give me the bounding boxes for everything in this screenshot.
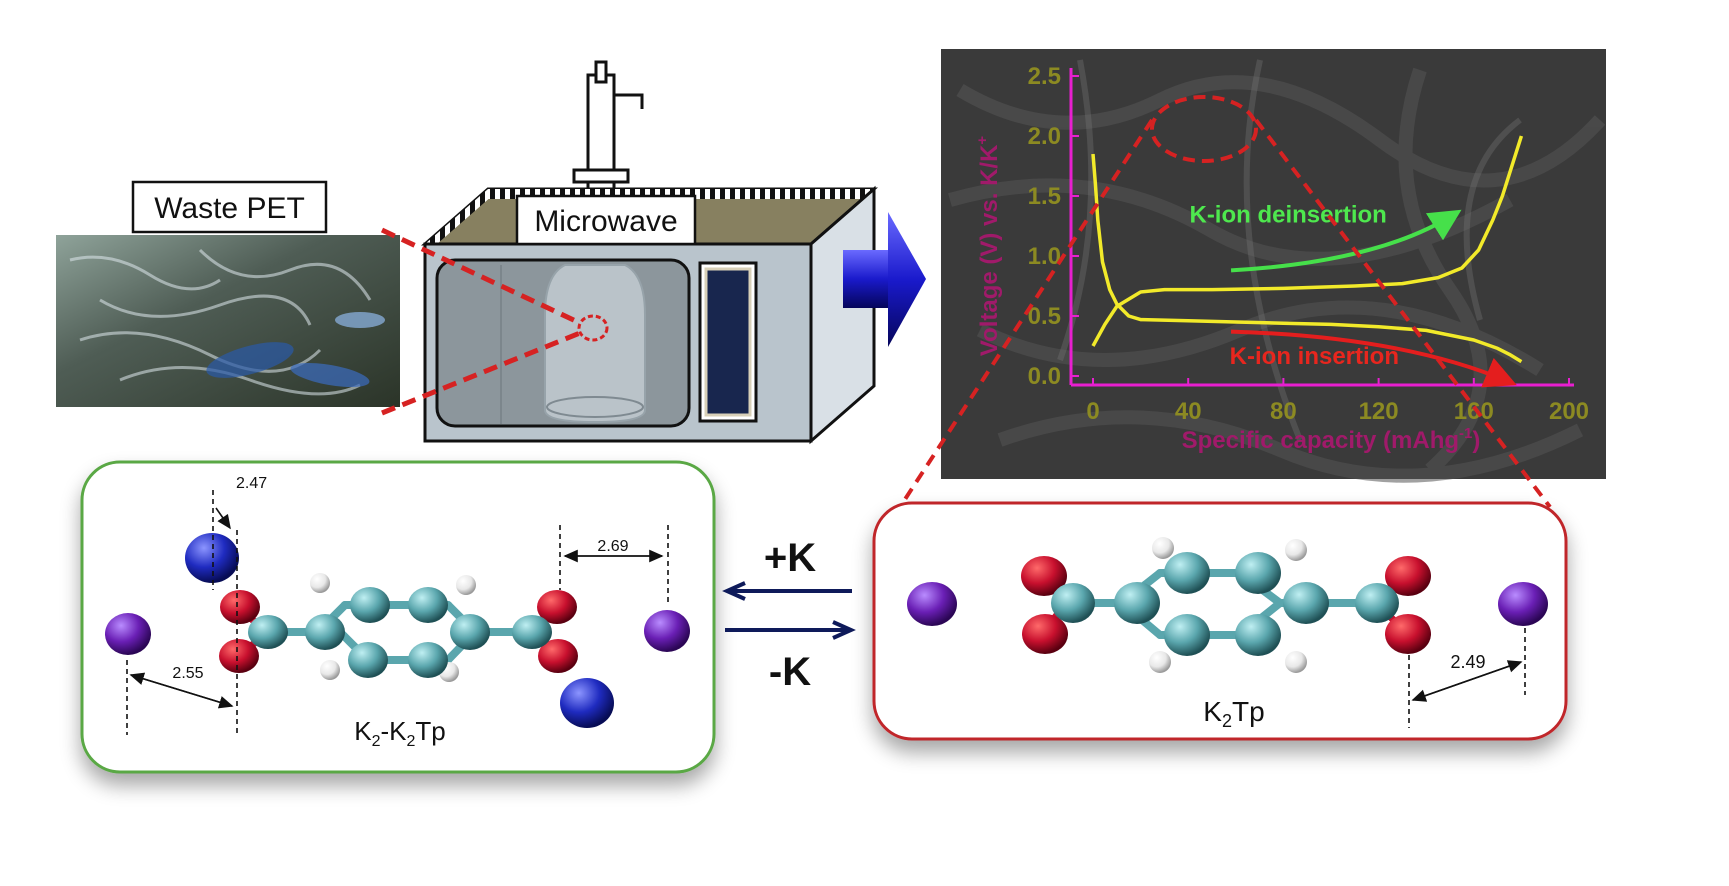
series-line-discharge	[1091, 153, 1523, 364]
voltage-capacity-chart: 0 40 80 120 160 200 0.0 0.5 1.0 1.5 2.0 2.5Specific…	[974, 63, 1589, 454]
potassium-atoms	[907, 582, 1548, 626]
distance-label-right: 2.69	[597, 538, 628, 555]
microwave-label: Microwave	[515, 194, 697, 246]
chart-panel	[941, 49, 1606, 483]
series-line-charge	[1091, 135, 1524, 347]
insertion-arrow	[1230, 329, 1517, 388]
y-axis-label: Voltage (V) vs. K/K+	[974, 136, 1003, 357]
waste-pet-label: Waste PET	[131, 180, 328, 234]
process-arrow	[843, 212, 926, 347]
plus-k-label: +K	[764, 536, 816, 580]
svg-text:Waste PET: Waste PET	[154, 192, 305, 225]
equilibrium-arrows: +K -K	[722, 536, 856, 694]
minus-k-label: -K	[769, 650, 811, 694]
distance-label: 2.49	[1450, 652, 1485, 672]
svg-text:Microwave: Microwave	[534, 205, 677, 238]
y-tick-label: 1.5	[1028, 183, 1061, 210]
y-tick-label: 2.0	[1028, 123, 1061, 150]
zoom-highlight-ellipse	[1150, 95, 1258, 163]
deinsertion-arrow	[1230, 209, 1462, 273]
zoom-lines	[898, 118, 1552, 509]
carbon-atoms	[1051, 552, 1399, 656]
distance-label-top: 2.47	[236, 475, 267, 492]
x-tick-label: 80	[1270, 398, 1297, 425]
x-tick-label: 200	[1549, 398, 1589, 425]
left-molecule-name: K2-K2Tp	[354, 716, 446, 750]
annotation-deinsertion: K-ion deinsertion	[1189, 201, 1386, 228]
waste-pet-photo	[56, 235, 400, 407]
right-molecule-image	[901, 532, 1556, 682]
microwave-oven	[380, 60, 878, 445]
oxygen-atoms	[219, 590, 578, 673]
right-molecule-name: K2Tp	[1203, 696, 1264, 731]
annotation-insertion: K-ion insertion	[1230, 343, 1399, 370]
y-tick-label: 2.5	[1028, 63, 1061, 90]
x-tick-label: 160	[1454, 398, 1494, 425]
right-molecule: 2.49	[907, 537, 1548, 728]
distance-label-left: 2.55	[172, 665, 203, 682]
x-axis-label: Specific capacity (mAhg-1)	[1182, 425, 1481, 454]
y-tick-label: 0.5	[1028, 303, 1061, 330]
x-tick-label: 120	[1359, 398, 1399, 425]
y-tick-label: 1.0	[1028, 243, 1061, 270]
hydrogen-atoms	[1149, 537, 1307, 673]
left-molecule: 2.47 2.69 2.55	[105, 475, 690, 735]
potassium-atoms	[105, 533, 690, 728]
carbon-atoms	[248, 587, 552, 678]
x-tick-label: 0	[1086, 398, 1099, 425]
oxygen-atoms	[1021, 556, 1431, 654]
x-tick-label: 40	[1175, 398, 1202, 425]
y-tick-label: 0.0	[1028, 363, 1061, 390]
